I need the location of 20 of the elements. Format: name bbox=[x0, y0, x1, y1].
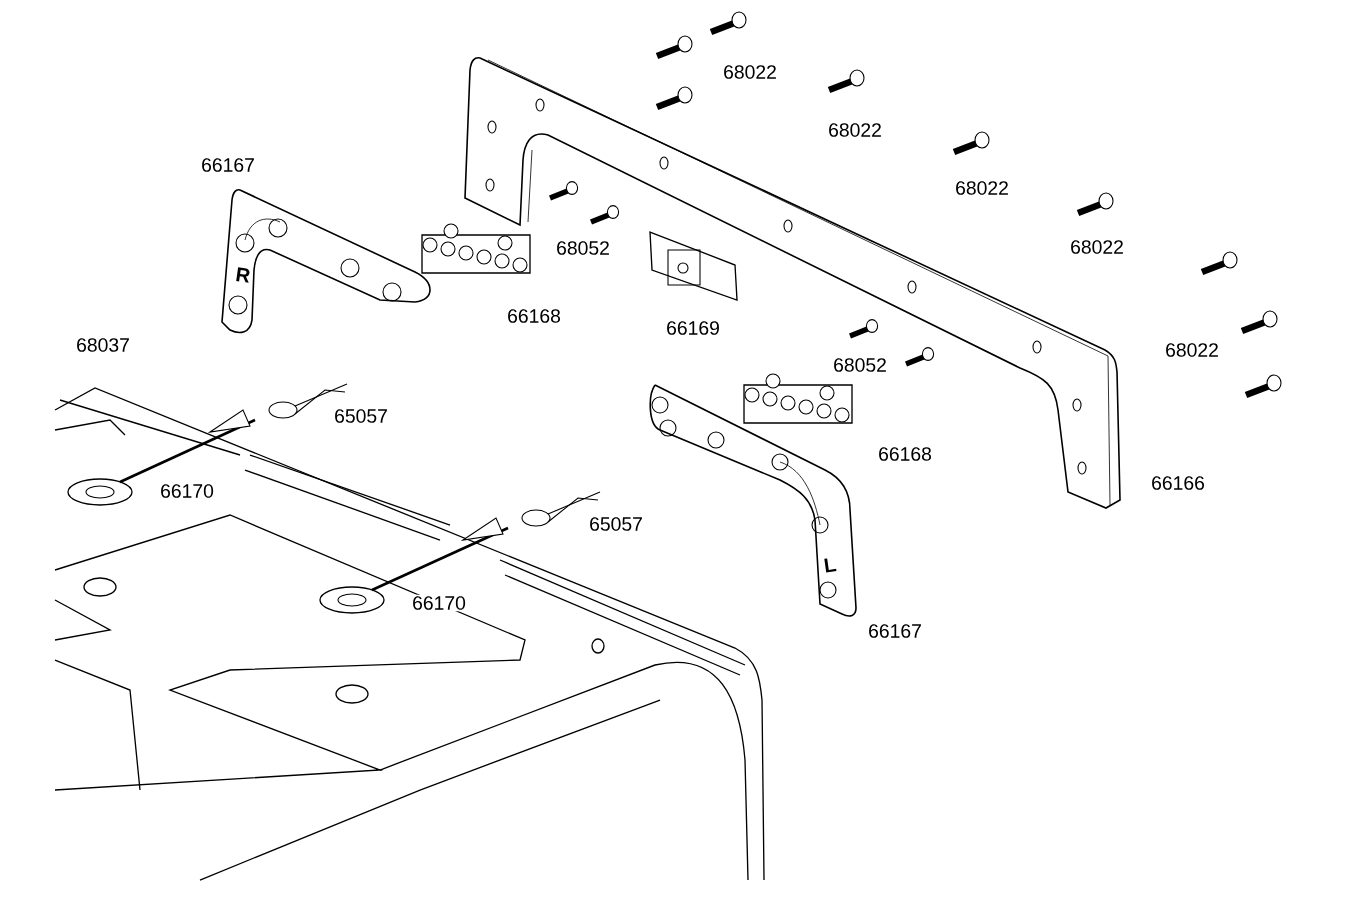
part-number: 66170 bbox=[158, 482, 216, 500]
part-number: 68022 bbox=[721, 63, 779, 81]
part-number: 65057 bbox=[587, 515, 645, 533]
part-number: 66169 bbox=[664, 319, 722, 337]
part-number: 68022 bbox=[1068, 238, 1126, 256]
part-letter: R bbox=[233, 265, 253, 285]
part-number: 66166 bbox=[1149, 474, 1207, 492]
part-number: 68037 bbox=[74, 336, 132, 354]
part-number: 65057 bbox=[332, 407, 390, 425]
part-number: 68022 bbox=[1163, 341, 1221, 359]
part-number: 66167 bbox=[866, 622, 924, 640]
part-number: 66170 bbox=[410, 594, 468, 612]
part-number: 68022 bbox=[826, 121, 884, 139]
part-number: 66168 bbox=[876, 445, 934, 463]
part-number: 68052 bbox=[831, 356, 889, 374]
part-number: 66167 bbox=[199, 156, 257, 174]
part-letter: L bbox=[821, 555, 839, 575]
part-number: 68022 bbox=[953, 179, 1011, 197]
part-number: 68052 bbox=[554, 239, 612, 257]
part-number: 66168 bbox=[505, 307, 563, 325]
